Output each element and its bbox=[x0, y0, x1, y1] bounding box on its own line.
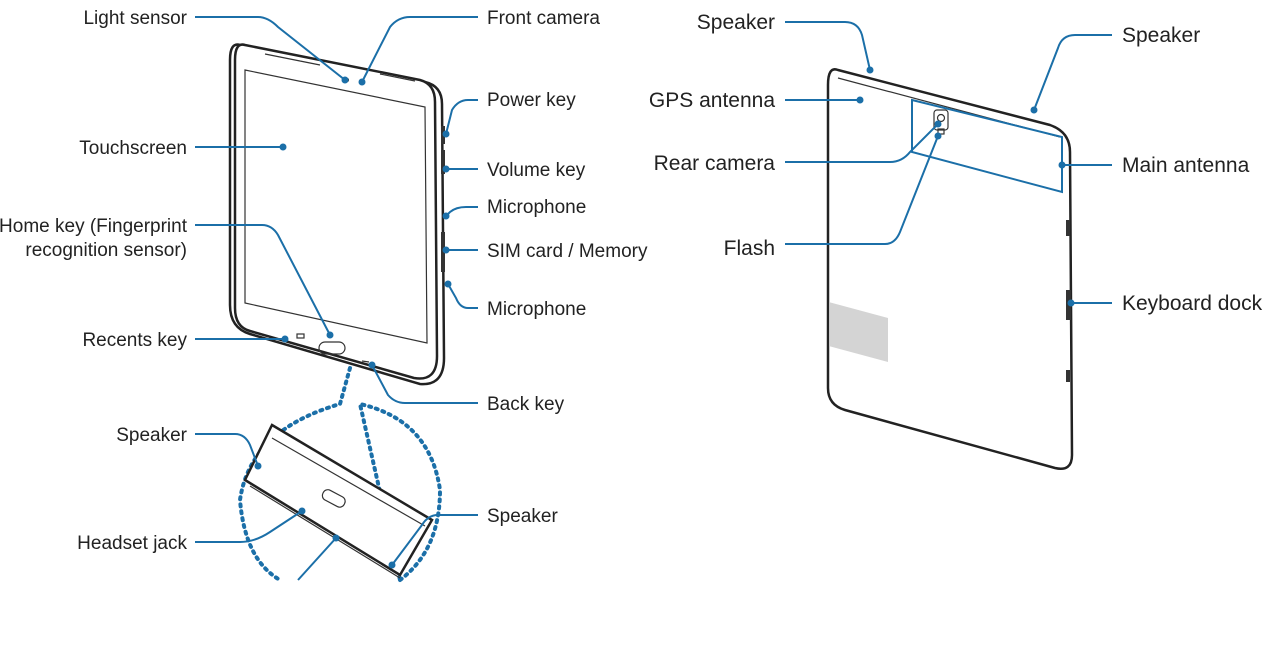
leader-flash bbox=[785, 135, 939, 245]
label-gps-antenna: GPS antenna bbox=[649, 89, 775, 112]
dot-main-antenna bbox=[1058, 161, 1066, 169]
label-microphone-top: Microphone bbox=[487, 197, 586, 218]
dot-headset-jack bbox=[298, 507, 306, 515]
zoomed-device-edge bbox=[243, 423, 434, 577]
leader-home-key bbox=[195, 224, 331, 336]
label-volume-key: Volume key bbox=[487, 160, 586, 181]
label-flash: Flash bbox=[724, 237, 775, 260]
rear-side-button-2 bbox=[1066, 370, 1070, 382]
label-home-key-line1: Home key (Fingerprint bbox=[0, 216, 188, 237]
dot-speaker-bottom-right bbox=[388, 561, 396, 569]
leader-front-camera bbox=[361, 16, 478, 83]
label-sim-card: SIM card / Memory bbox=[487, 241, 648, 262]
leader-rear-camera bbox=[785, 123, 939, 163]
rear-camera-lens bbox=[936, 113, 946, 123]
zoomed-screen-edge bbox=[271, 437, 426, 527]
top-speaker-grill-right bbox=[379, 73, 416, 82]
dot-rear-camera bbox=[934, 120, 942, 128]
label-back-key: Back key bbox=[487, 394, 565, 415]
leader-headset-jack bbox=[195, 510, 303, 543]
dot-keyboard-dock bbox=[1067, 299, 1075, 307]
rear-view-device bbox=[826, 68, 1074, 470]
dot-speaker-left bbox=[866, 66, 874, 74]
label-rear-camera: Rear camera bbox=[654, 152, 776, 175]
label-speaker-left: Speaker bbox=[697, 11, 775, 34]
flash-shape bbox=[937, 128, 945, 135]
recents-key-shape bbox=[296, 333, 305, 339]
dot-microphone-top bbox=[442, 212, 450, 220]
rear-leader-lines bbox=[785, 21, 1112, 307]
volume-key-shape bbox=[441, 150, 445, 174]
rear-labels: Speaker Speaker GPS antenna Rear camera … bbox=[649, 11, 1263, 315]
rear-camera-module bbox=[933, 109, 949, 131]
leader-speaker-right bbox=[1033, 34, 1112, 111]
leader-speaker-bottom-right bbox=[391, 514, 478, 566]
front-labels: Light sensor Front camera Power key Touc… bbox=[0, 8, 648, 554]
dot-touchscreen bbox=[279, 143, 287, 151]
label-recents-key: Recents key bbox=[82, 330, 187, 351]
label-front-camera: Front camera bbox=[487, 8, 600, 29]
label-power-key: Power key bbox=[487, 90, 576, 111]
label-home-key-line2: recognition sensor) bbox=[25, 240, 187, 261]
dot-volume-key bbox=[442, 165, 450, 173]
label-main-antenna: Main antenna bbox=[1122, 154, 1250, 177]
zoomed-home-key bbox=[321, 489, 346, 508]
rear-side-button-1 bbox=[1066, 220, 1070, 236]
leader-back-key bbox=[371, 364, 478, 404]
dot-front-camera bbox=[358, 78, 366, 86]
leader-microphone-top bbox=[445, 206, 478, 217]
main-antenna-area bbox=[911, 98, 1063, 194]
dot-gps-antenna bbox=[856, 96, 864, 104]
label-light-sensor: Light sensor bbox=[83, 8, 187, 29]
dot-home-key bbox=[326, 331, 334, 339]
leader-light-sensor bbox=[195, 16, 346, 81]
zoomed-bottom-edge bbox=[249, 485, 401, 579]
front-device-face bbox=[233, 43, 439, 380]
label-touchscreen: Touchscreen bbox=[79, 138, 187, 159]
dot-light-sensor bbox=[341, 76, 349, 84]
back-key-shape bbox=[361, 360, 370, 363]
leader-speaker-bottom-left bbox=[195, 433, 259, 467]
dot-recents-key bbox=[281, 335, 289, 343]
dot-power-key bbox=[442, 130, 450, 138]
top-speaker-grill bbox=[264, 53, 321, 66]
label-speaker-right: Speaker bbox=[1122, 24, 1200, 47]
front-view-device bbox=[228, 43, 446, 386]
zoom-dotted-outline bbox=[237, 366, 443, 584]
gps-antenna-area bbox=[830, 302, 888, 362]
dot-flash bbox=[934, 132, 942, 140]
leader-power-key bbox=[445, 99, 478, 135]
sim-tray-shape bbox=[441, 232, 445, 272]
dot-bottom-microphone bbox=[332, 534, 340, 542]
home-key-shape bbox=[318, 341, 346, 355]
dot-speaker-right bbox=[1030, 106, 1038, 114]
label-keyboard-dock: Keyboard dock bbox=[1122, 292, 1263, 315]
label-speaker-bottom-left: Speaker bbox=[116, 425, 187, 446]
dot-sim-card bbox=[442, 246, 450, 254]
bottom-zoom-callout bbox=[237, 366, 443, 584]
leader-bottom-microphone bbox=[297, 537, 337, 581]
leader-speaker-left bbox=[785, 21, 871, 71]
label-microphone-bottom: Microphone bbox=[487, 299, 586, 320]
rear-device-body bbox=[826, 68, 1074, 470]
front-leader-lines bbox=[195, 16, 478, 581]
dot-speaker-bottom-left bbox=[254, 462, 262, 470]
leader-microphone-bottom bbox=[447, 283, 478, 309]
dot-microphone-bottom bbox=[444, 280, 452, 288]
label-headset-jack: Headset jack bbox=[77, 533, 187, 554]
dot-back-key bbox=[368, 361, 376, 369]
label-speaker-bottom-right: Speaker bbox=[487, 506, 558, 527]
